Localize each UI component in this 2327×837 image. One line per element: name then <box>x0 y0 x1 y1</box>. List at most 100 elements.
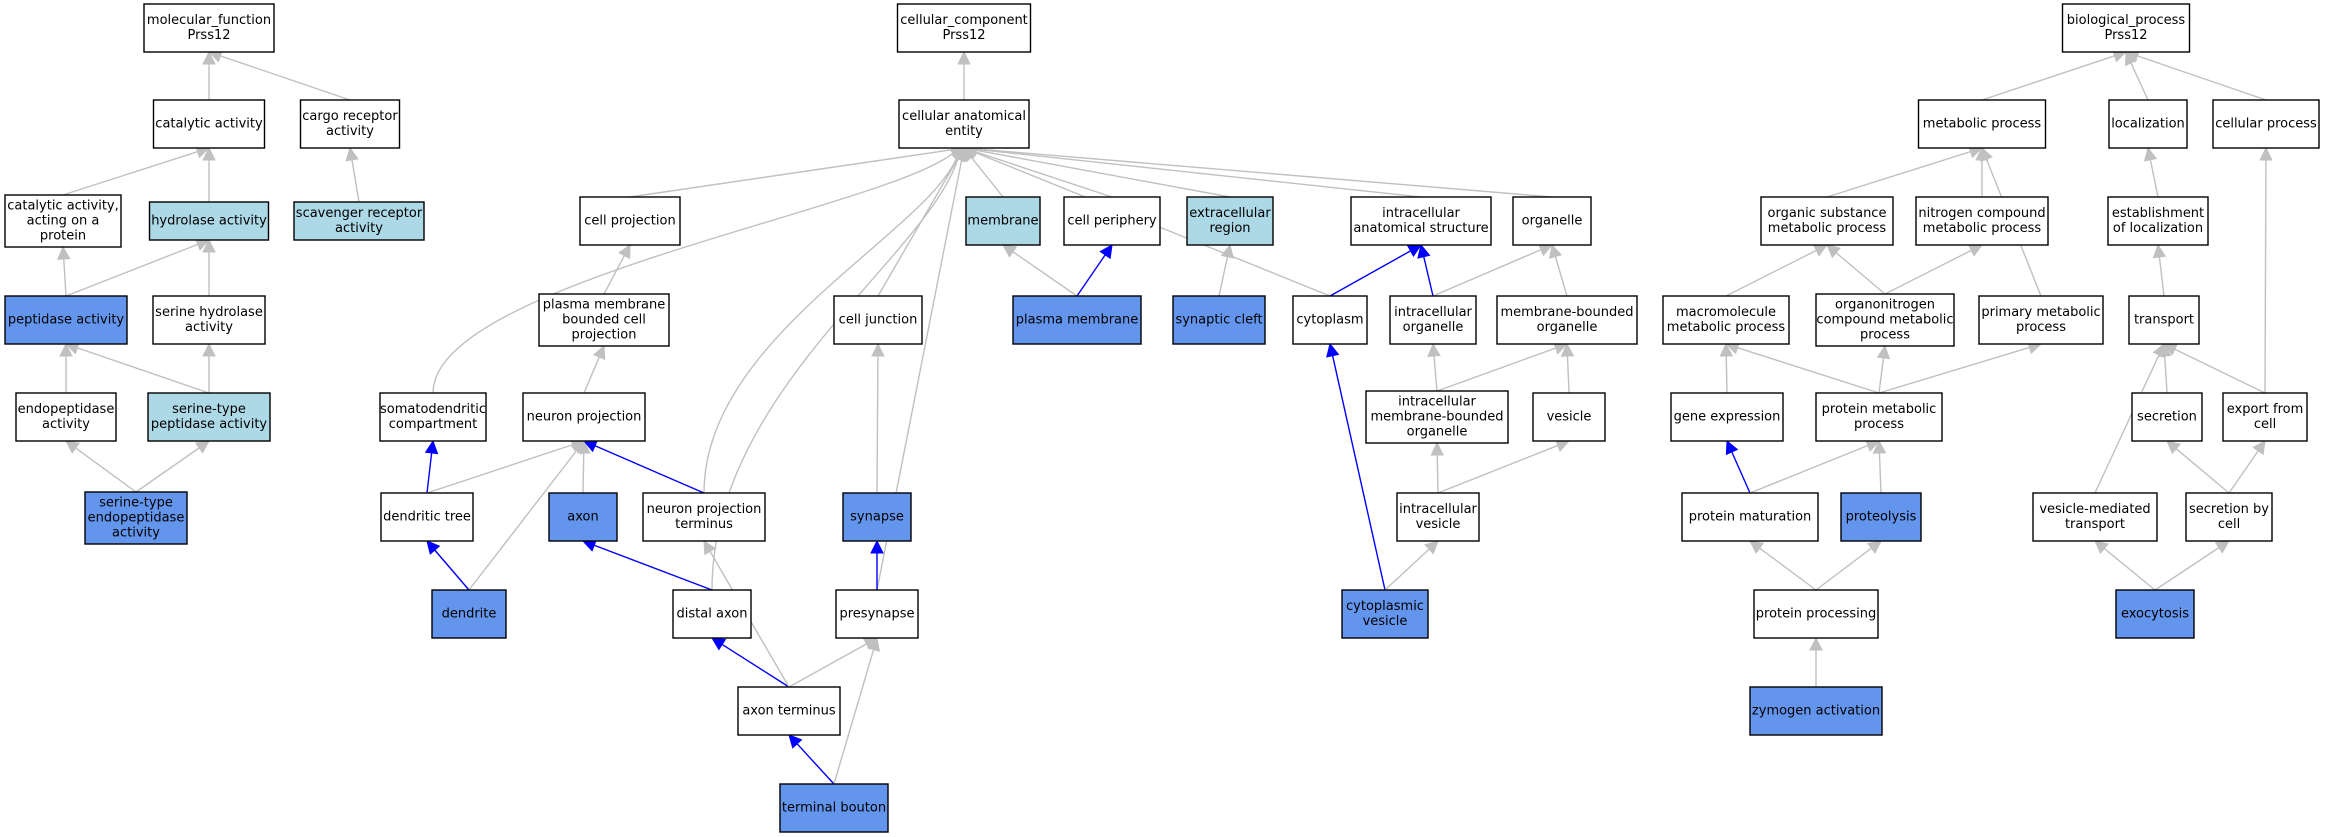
edge-line <box>1012 251 1078 297</box>
edge-arrowhead <box>1326 342 1340 358</box>
edge-arrowhead <box>1424 540 1439 555</box>
go-term-metabolic[interactable]: metabolic process <box>1917 99 2047 149</box>
edge-protein_met-to-primary <box>1878 341 2043 394</box>
go-term-secretion[interactable]: secretion <box>2131 392 2203 442</box>
go-term-axon[interactable]: axon <box>548 492 618 542</box>
go-term-cellular-proc[interactable]: cellular process <box>2212 99 2320 149</box>
edge-proteolysis-to-protein_met <box>1872 439 1887 494</box>
edge-line <box>1725 249 1817 297</box>
node-label-line: catalytic activity <box>155 117 263 132</box>
node-label-line: process <box>1860 328 1910 343</box>
go-term-cell-proj[interactable]: cell projection <box>579 196 681 246</box>
edge-dendritic_tree-to-somato <box>424 439 439 494</box>
go-term-cytoplasm[interactable]: cytoplasm <box>1292 295 1368 345</box>
go-term-syn-cleft[interactable]: synaptic cleft <box>1172 295 1266 345</box>
go-term-hydrolase[interactable]: hydrolase activity <box>148 201 270 241</box>
edge-dendritic_tree-to-neuron_proj <box>426 438 586 494</box>
go-term-exocytosis[interactable]: exocytosis <box>2115 589 2195 639</box>
edge-line <box>2264 159 2267 394</box>
go-term-peptidase[interactable]: peptidase activity <box>4 295 128 345</box>
go-term-presynapse[interactable]: presynapse <box>835 589 919 639</box>
go-term-distal-axon[interactable]: distal axon <box>672 589 752 639</box>
node-label-line: acting on a <box>27 214 100 229</box>
go-term-proteolysis[interactable]: proteolysis <box>1840 492 1922 542</box>
go-term-cell-junction[interactable]: cell junction <box>833 295 923 345</box>
go-term-zymogen[interactable]: zymogen activation <box>1749 686 1883 736</box>
go-term-plasma-mem[interactable]: plasma membrane <box>1012 295 1142 345</box>
go-term-vesicle[interactable]: vesicle <box>1532 392 1606 442</box>
edge-arrowhead <box>2152 243 2167 259</box>
go-term-dendrite[interactable]: dendrite <box>431 589 507 639</box>
edge-synapse-to-cell_junction <box>871 342 885 494</box>
go-term-dendritic-tree[interactable]: dendritic tree <box>380 492 474 542</box>
go-term-axon-term[interactable]: axon terminus <box>737 686 841 736</box>
node-label-line: scavenger receptor <box>296 206 423 221</box>
node-label-line: organelle <box>1407 425 1468 440</box>
edge-arrowhead <box>1548 243 1563 259</box>
node-label-line: vesicle <box>1416 517 1461 532</box>
node-label-line: activity <box>112 526 160 541</box>
go-term-neuron-proj[interactable]: neuron projection <box>522 392 646 442</box>
go-term-term-bouton[interactable]: terminal bouton <box>779 783 889 833</box>
edge-org_subst-to-metabolic <box>1826 145 1984 198</box>
go-term-prot-proc[interactable]: protein processing <box>1753 589 1879 639</box>
edge-line <box>2175 448 2230 494</box>
node-box <box>379 392 487 442</box>
go-term-gene-expr[interactable]: gene expression <box>1670 392 1784 442</box>
go-term-membrane[interactable]: membrane <box>965 196 1041 246</box>
node-box <box>896 3 1032 53</box>
edge-intra_vesicle-to-vesicle <box>1437 439 1571 494</box>
go-term-synapse[interactable]: synapse <box>842 492 912 542</box>
edge-line <box>220 55 351 101</box>
edge-cae-to-cc <box>957 50 971 100</box>
node-label-line: activity <box>42 417 90 432</box>
edge-arrowhead <box>194 440 210 454</box>
edge-line <box>1436 347 1556 392</box>
edge-arrowhead <box>1719 342 1734 357</box>
go-term-localization[interactable]: localization <box>2108 99 2188 149</box>
node-box <box>1749 686 1883 736</box>
edge-line <box>2130 62 2149 101</box>
go-term-organelle[interactable]: organelle <box>1512 196 1592 246</box>
go-term-transport[interactable]: transport <box>2128 295 2200 345</box>
node-box <box>1978 295 2104 345</box>
go-term-cell-periph[interactable]: cell periphery <box>1063 196 1161 246</box>
go-term-catalytic[interactable]: catalytic activity <box>152 99 266 149</box>
node-label-line: proteolysis <box>1846 510 1917 525</box>
edge-line <box>65 243 199 297</box>
node-box <box>579 196 681 246</box>
go-term-prot-mat[interactable]: protein maturation <box>1681 492 1819 542</box>
